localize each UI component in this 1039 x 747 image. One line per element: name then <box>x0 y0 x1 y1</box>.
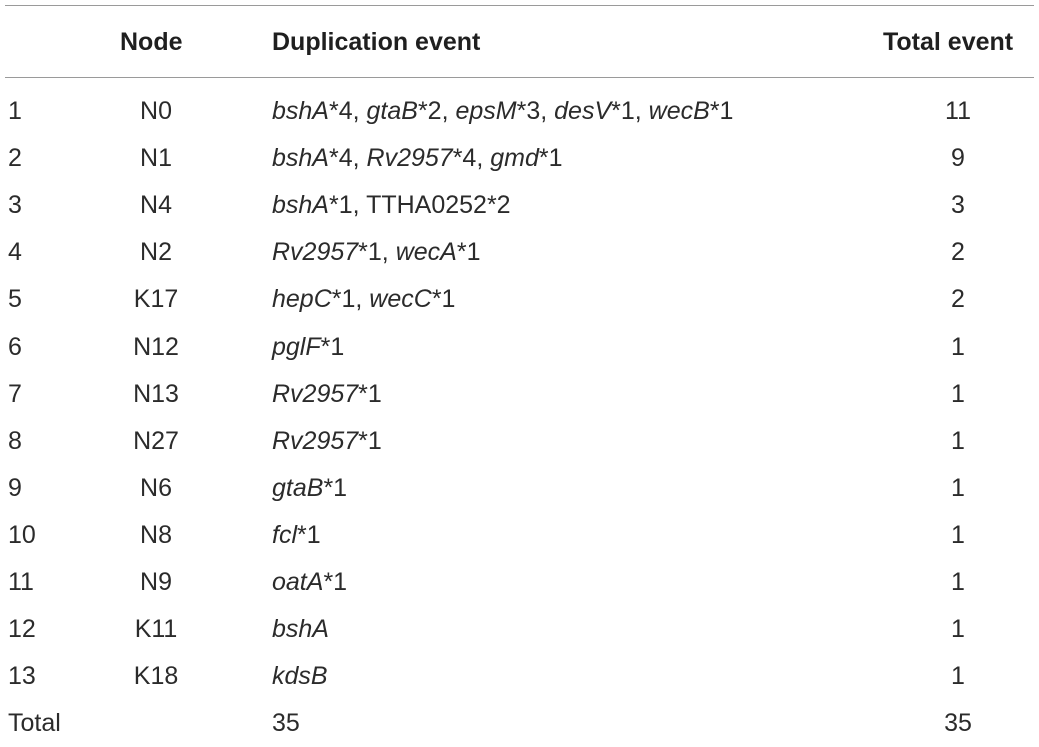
row-index: 9 <box>8 473 22 502</box>
row-index: 7 <box>8 379 22 408</box>
gene-name: Rv2957 <box>272 426 359 455</box>
gene-count: *4, <box>328 97 367 125</box>
row-duplication-event: pglF*1 <box>272 332 345 361</box>
gene-name: bshA <box>272 191 329 220</box>
row-duplication-event: fcl*1 <box>272 520 321 549</box>
gene-count: *1 <box>323 568 348 596</box>
gene-name: Rv2957 <box>366 144 453 173</box>
gene-name: kdsB <box>272 662 328 691</box>
row-index: 1 <box>8 97 22 125</box>
row-index: 11 <box>8 568 34 596</box>
total-label: Total <box>8 709 61 738</box>
row-duplication-event: bshA*4, Rv2957*4, gmd*1 <box>272 146 563 171</box>
gene-count: *1 <box>320 332 345 361</box>
row-index: 10 <box>8 520 36 549</box>
header-node: Node <box>120 27 183 56</box>
row-index: 13 <box>8 662 36 691</box>
gene-count: *1 <box>538 144 563 173</box>
row-duplication-event: bshA <box>272 617 329 642</box>
row-index: 4 <box>8 238 22 267</box>
gene-name: fcl <box>272 520 297 549</box>
gene-count: *1, <box>328 191 367 220</box>
gene-name: desV <box>554 97 612 125</box>
gene-name: bshA <box>272 615 329 644</box>
gene-name: Rv2957 <box>272 238 359 267</box>
row-duplication-event: gtaB*1 <box>272 473 348 502</box>
row-duplication-event: bshA*1, TTHA0252*2 <box>272 193 511 218</box>
gene-count: *4, <box>452 144 491 173</box>
gene-count: *1 <box>456 238 481 267</box>
table-header-rule <box>5 77 1034 78</box>
header-total-event: Total event <box>883 27 1014 56</box>
row-index: 2 <box>8 144 22 173</box>
gene-name: bshA <box>272 144 329 173</box>
gene-count: *3, <box>516 97 555 125</box>
gene-name: gmd <box>490 144 539 173</box>
gene-count: *1 <box>323 473 348 502</box>
gene-name: wecC <box>369 285 432 314</box>
gene-count: *1, <box>358 238 396 267</box>
gene-count: *2, <box>417 97 456 125</box>
table-header-row: Node Duplication event Total event <box>0 18 1039 66</box>
row-index: 8 <box>8 426 22 455</box>
gene-name: bshA <box>272 97 329 125</box>
total-duplication-value: 35 <box>272 709 300 738</box>
header-duplication-event: Duplication event <box>272 27 481 56</box>
gene-count: *1 <box>358 379 382 408</box>
table-top-rule <box>5 5 1034 6</box>
gene-name: gtaB <box>272 473 324 502</box>
gene-count: *1, <box>611 97 649 125</box>
gene-count: *1 <box>709 97 734 125</box>
gene-name: wecB <box>648 97 710 125</box>
row-duplication-event: Rv2957*1 <box>272 379 382 408</box>
gene-count: TTHA0252*2 <box>366 191 511 220</box>
gene-count: *1, <box>331 285 370 314</box>
gene-name: gtaB <box>366 97 418 125</box>
row-duplication-event: bshA*4, gtaB*2, epsM*3, desV*1, wecB*1 <box>272 99 733 124</box>
gene-count: *1 <box>431 285 456 314</box>
gene-name: hepC <box>272 285 332 314</box>
gene-count: *4, <box>328 144 367 173</box>
gene-name: wecA <box>395 238 457 267</box>
row-index: 5 <box>8 285 22 314</box>
gene-name: Rv2957 <box>272 379 359 408</box>
row-duplication-event: kdsB <box>272 664 328 689</box>
gene-name: oatA <box>272 568 324 596</box>
gene-name: pglF <box>272 332 321 361</box>
table-total-row: Total 35 35 <box>8 709 972 738</box>
row-duplication-event: hepC*1, wecC*1 <box>272 287 455 312</box>
row-index: 6 <box>8 332 22 361</box>
row-duplication-event: Rv2957*1, wecA*1 <box>272 240 480 265</box>
row-index: 3 <box>8 191 22 220</box>
row-duplication-event: Rv2957*1 <box>272 426 382 455</box>
row-index: 12 <box>8 615 36 644</box>
gene-count: *1 <box>297 520 321 549</box>
gene-count: *1 <box>358 426 382 455</box>
row-duplication-event: oatA*1 <box>272 570 347 595</box>
gene-name: epsM <box>455 97 517 125</box>
